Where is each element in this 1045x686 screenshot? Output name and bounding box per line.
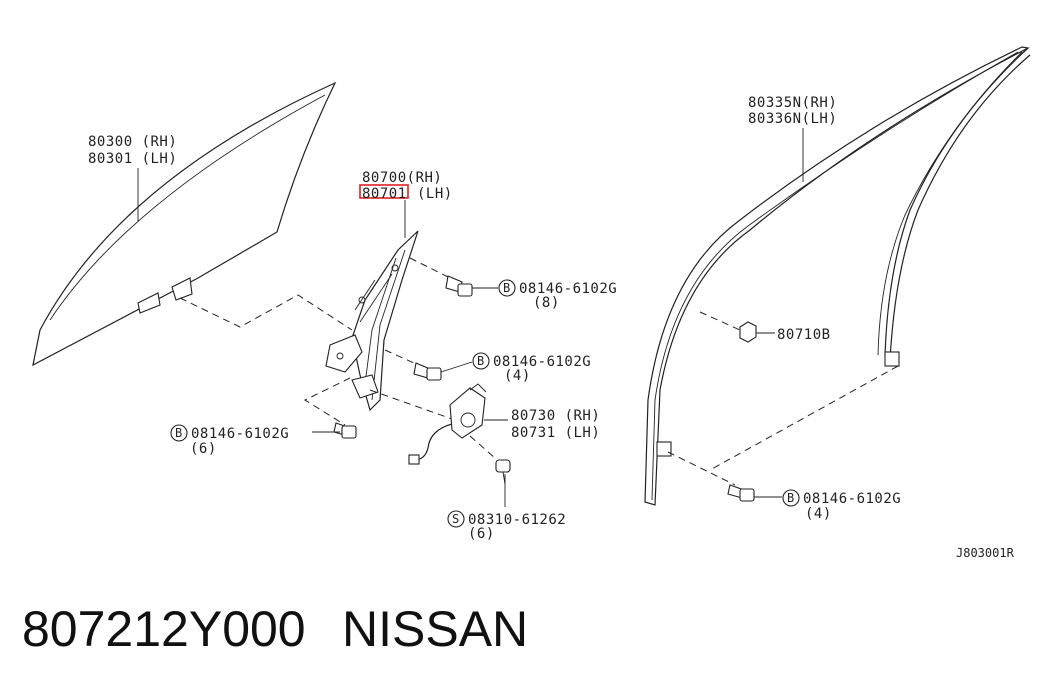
glass-rh-label: 80300 (RH) [88,134,177,150]
bolt4-code: 08146-6102G [803,491,901,507]
regulator-lh-number: 80701 [362,186,407,202]
nut-label: 80710B [777,327,831,343]
window-regulator[interactable] [325,230,419,412]
bolt4-icon [727,484,755,502]
bolt1-badge [498,279,516,297]
motor-rh-label: 80730 (RH) [511,408,600,424]
bolt2-badge [472,352,490,370]
bolt4-badge [782,489,800,507]
brand-name: NISSAN [342,601,528,657]
bolt3-qty: (6) [190,441,217,457]
sash-lh-label: 80336N(LH) [748,111,837,127]
bolt3-badge [170,424,188,442]
bolt3-dashed-link [303,377,351,426]
screw-icon [495,459,511,485]
bolt3-icon [333,422,357,439]
bolt1-icon [445,275,473,297]
glass-clip-right [171,277,193,301]
regulator-lh-suffix: (LH) [417,186,453,202]
bolt1-dashed-link [409,257,451,279]
door-sash[interactable] [644,46,1031,506]
nut-icon [739,321,757,343]
part-number: 807212Y000 [22,601,306,657]
door-glass[interactable] [32,81,337,367]
diagram-code: J803001R [956,546,1015,560]
bolt2-icon [413,362,442,381]
bolt4-prefix: B [787,491,794,505]
bolt2-qty: (4) [504,368,531,384]
bolt3-code: 08146-6102G [191,426,289,442]
screw-badge [447,510,465,528]
glass-regulator-dashed-link [179,294,353,331]
glass-lh-label: 80301 (LH) [88,151,177,167]
bolt1-prefix: B [503,281,510,295]
glass-clip-left [137,292,161,314]
motor-dashed-link [369,389,456,421]
sash-rh-label: 80335N(RH) [748,95,837,111]
bolt2-code: 08146-6102G [493,354,591,370]
bolt2-prefix: B [477,354,484,368]
bolt4-qty: (4) [805,506,832,522]
screw-qty: (6) [468,526,495,542]
bolt2-leader [440,361,473,373]
bolt4-dashed-link [667,365,899,486]
motor-lh-label: 80731 (LH) [511,425,600,441]
highlight-box [359,184,409,199]
bolt1-code: 08146-6102G [519,281,617,297]
screw-code: 08310-61262 [468,512,566,528]
screw-prefix: S [452,512,459,526]
nut-dashed-link [699,311,741,331]
regulator-motor[interactable] [408,383,487,465]
regulator-rh-label: 80700(RH) [362,170,442,186]
screw-dashed-link [469,435,496,459]
bolt1-qty: (8) [533,295,560,311]
bolt3-prefix: B [175,426,182,440]
